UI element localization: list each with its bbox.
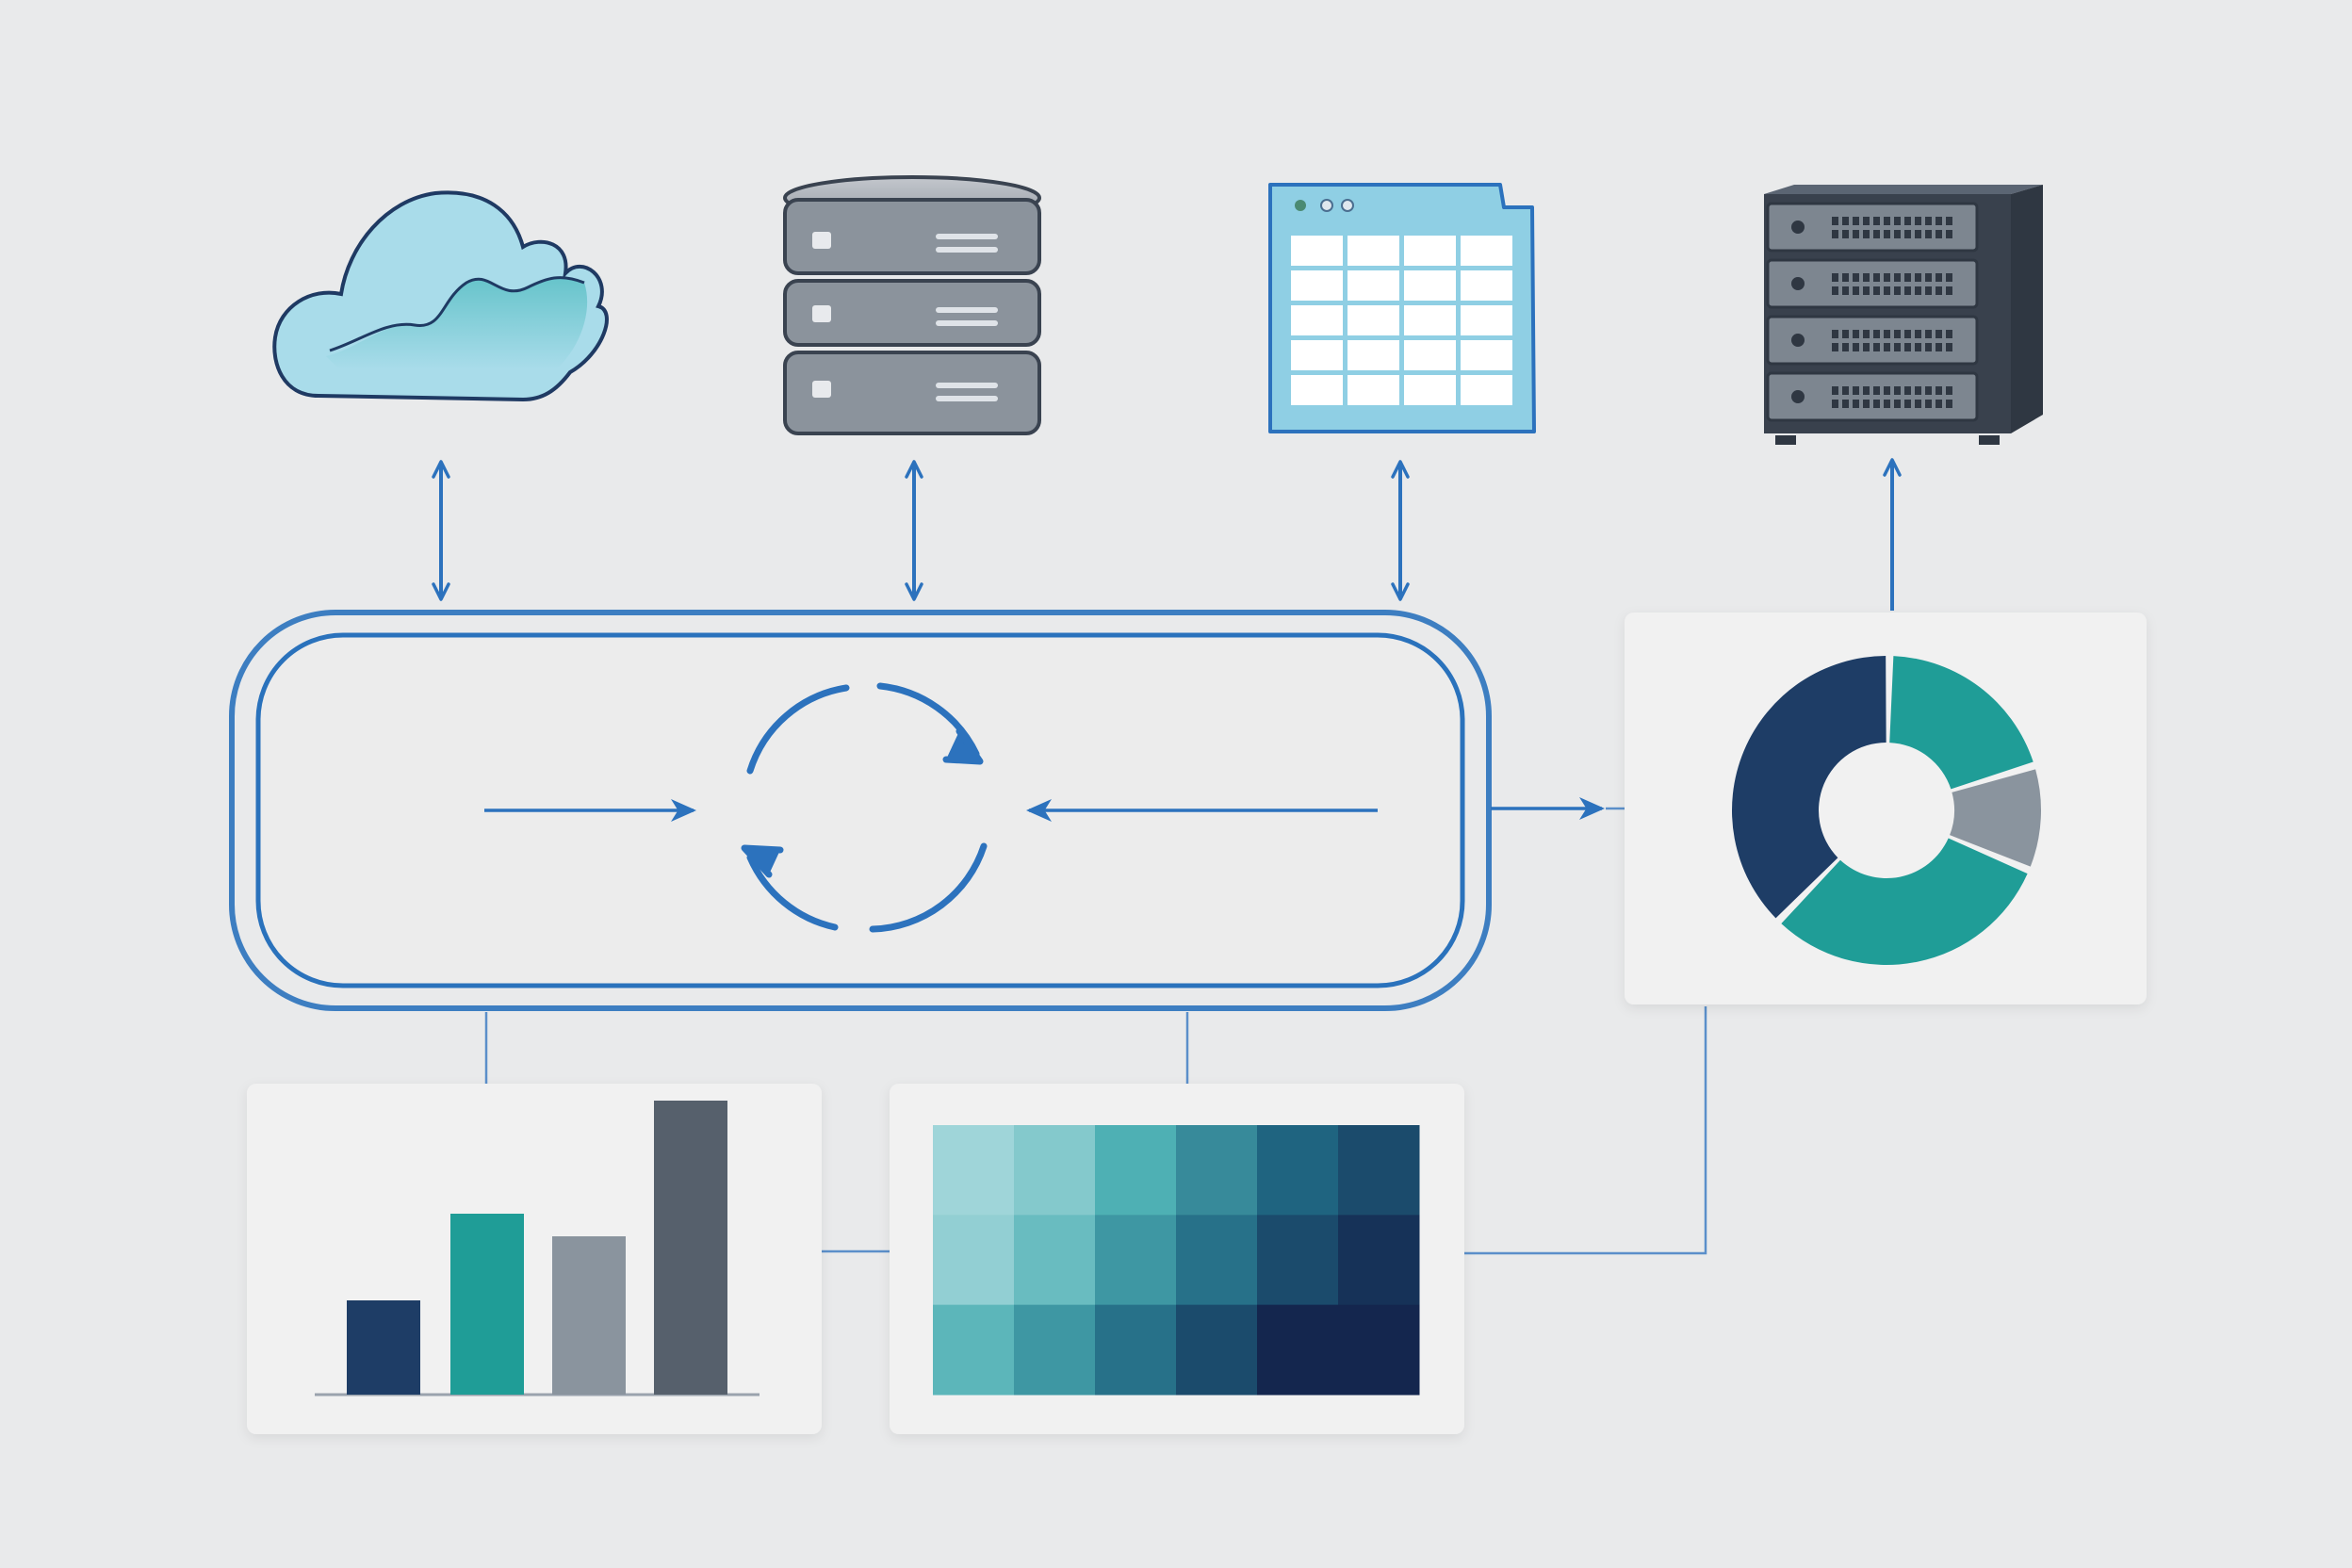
heatmap-cell <box>1338 1304 1420 1396</box>
spreadsheet-cell <box>1291 270 1343 301</box>
donut-panel <box>1625 612 2147 1004</box>
spreadsheet-cell <box>1461 375 1512 405</box>
heatmap-cell <box>1176 1304 1258 1396</box>
spreadsheet-cell <box>1461 270 1512 301</box>
heatmap-chart <box>933 1125 1420 1396</box>
server-unit <box>1766 258 1979 309</box>
heatmap-cell <box>1095 1215 1177 1306</box>
heatmap-cell <box>1338 1125 1420 1216</box>
heatmap-cell <box>1095 1304 1177 1396</box>
heatmap-cell <box>1257 1125 1339 1216</box>
spreadsheet-cell <box>1461 340 1512 370</box>
heatmap-cell <box>1257 1215 1339 1306</box>
donut-slice <box>1781 838 2028 965</box>
sync-icon <box>741 682 988 933</box>
heatmap-cell <box>1014 1125 1096 1216</box>
donut-slice <box>1732 656 1886 919</box>
heatmap-cell <box>933 1125 1015 1216</box>
spreadsheet-cell <box>1404 375 1456 405</box>
hub-arrows <box>484 797 1605 822</box>
heatmap-cell <box>933 1304 1015 1396</box>
heatmap-cell <box>1176 1125 1258 1216</box>
spreadsheet-cell <box>1404 340 1456 370</box>
spreadsheet-cell <box>1404 236 1456 266</box>
heatmap-cell <box>933 1215 1015 1306</box>
arrows-to-sources <box>432 458 1902 611</box>
bar <box>347 1300 420 1395</box>
heatmap-cell <box>1014 1215 1096 1306</box>
spreadsheet-cell <box>1291 236 1343 266</box>
server-rack-icon <box>1764 185 2043 445</box>
server-unit <box>1766 371 1979 422</box>
server-unit <box>1766 202 1979 253</box>
spreadsheet-cell <box>1291 340 1343 370</box>
heatmap-cell <box>1338 1215 1420 1306</box>
cloud-icon <box>272 190 609 402</box>
spreadsheet-cell <box>1461 305 1512 335</box>
spreadsheet-cell <box>1348 340 1399 370</box>
database-icon <box>783 175 1041 435</box>
spreadsheet-cell <box>1348 270 1399 301</box>
bar <box>450 1214 524 1395</box>
spreadsheet-cell <box>1404 305 1456 335</box>
bar <box>552 1236 626 1395</box>
spreadsheet-cell <box>1291 305 1343 335</box>
processing-hub <box>229 610 1492 1011</box>
spreadsheet-cell <box>1348 305 1399 335</box>
spreadsheet-cell <box>1291 375 1343 405</box>
spreadsheet-cell <box>1404 270 1456 301</box>
donut-slice <box>1889 656 2034 790</box>
spreadsheet-cell <box>1348 236 1399 266</box>
heatmap-cell <box>1176 1215 1258 1306</box>
bar <box>654 1101 727 1395</box>
donut-slice <box>1950 769 2041 867</box>
bar-panel <box>247 1084 822 1434</box>
donut-chart <box>1732 656 2041 965</box>
heatmap-cell <box>1014 1304 1096 1396</box>
spreadsheet-icon <box>1268 183 1536 433</box>
spreadsheet-cell <box>1461 236 1512 266</box>
spreadsheet-cell <box>1348 375 1399 405</box>
server-unit <box>1766 315 1979 366</box>
bar-chart <box>315 1101 760 1396</box>
heatmap-cell <box>1095 1125 1177 1216</box>
heatmap-cell <box>1257 1304 1339 1396</box>
